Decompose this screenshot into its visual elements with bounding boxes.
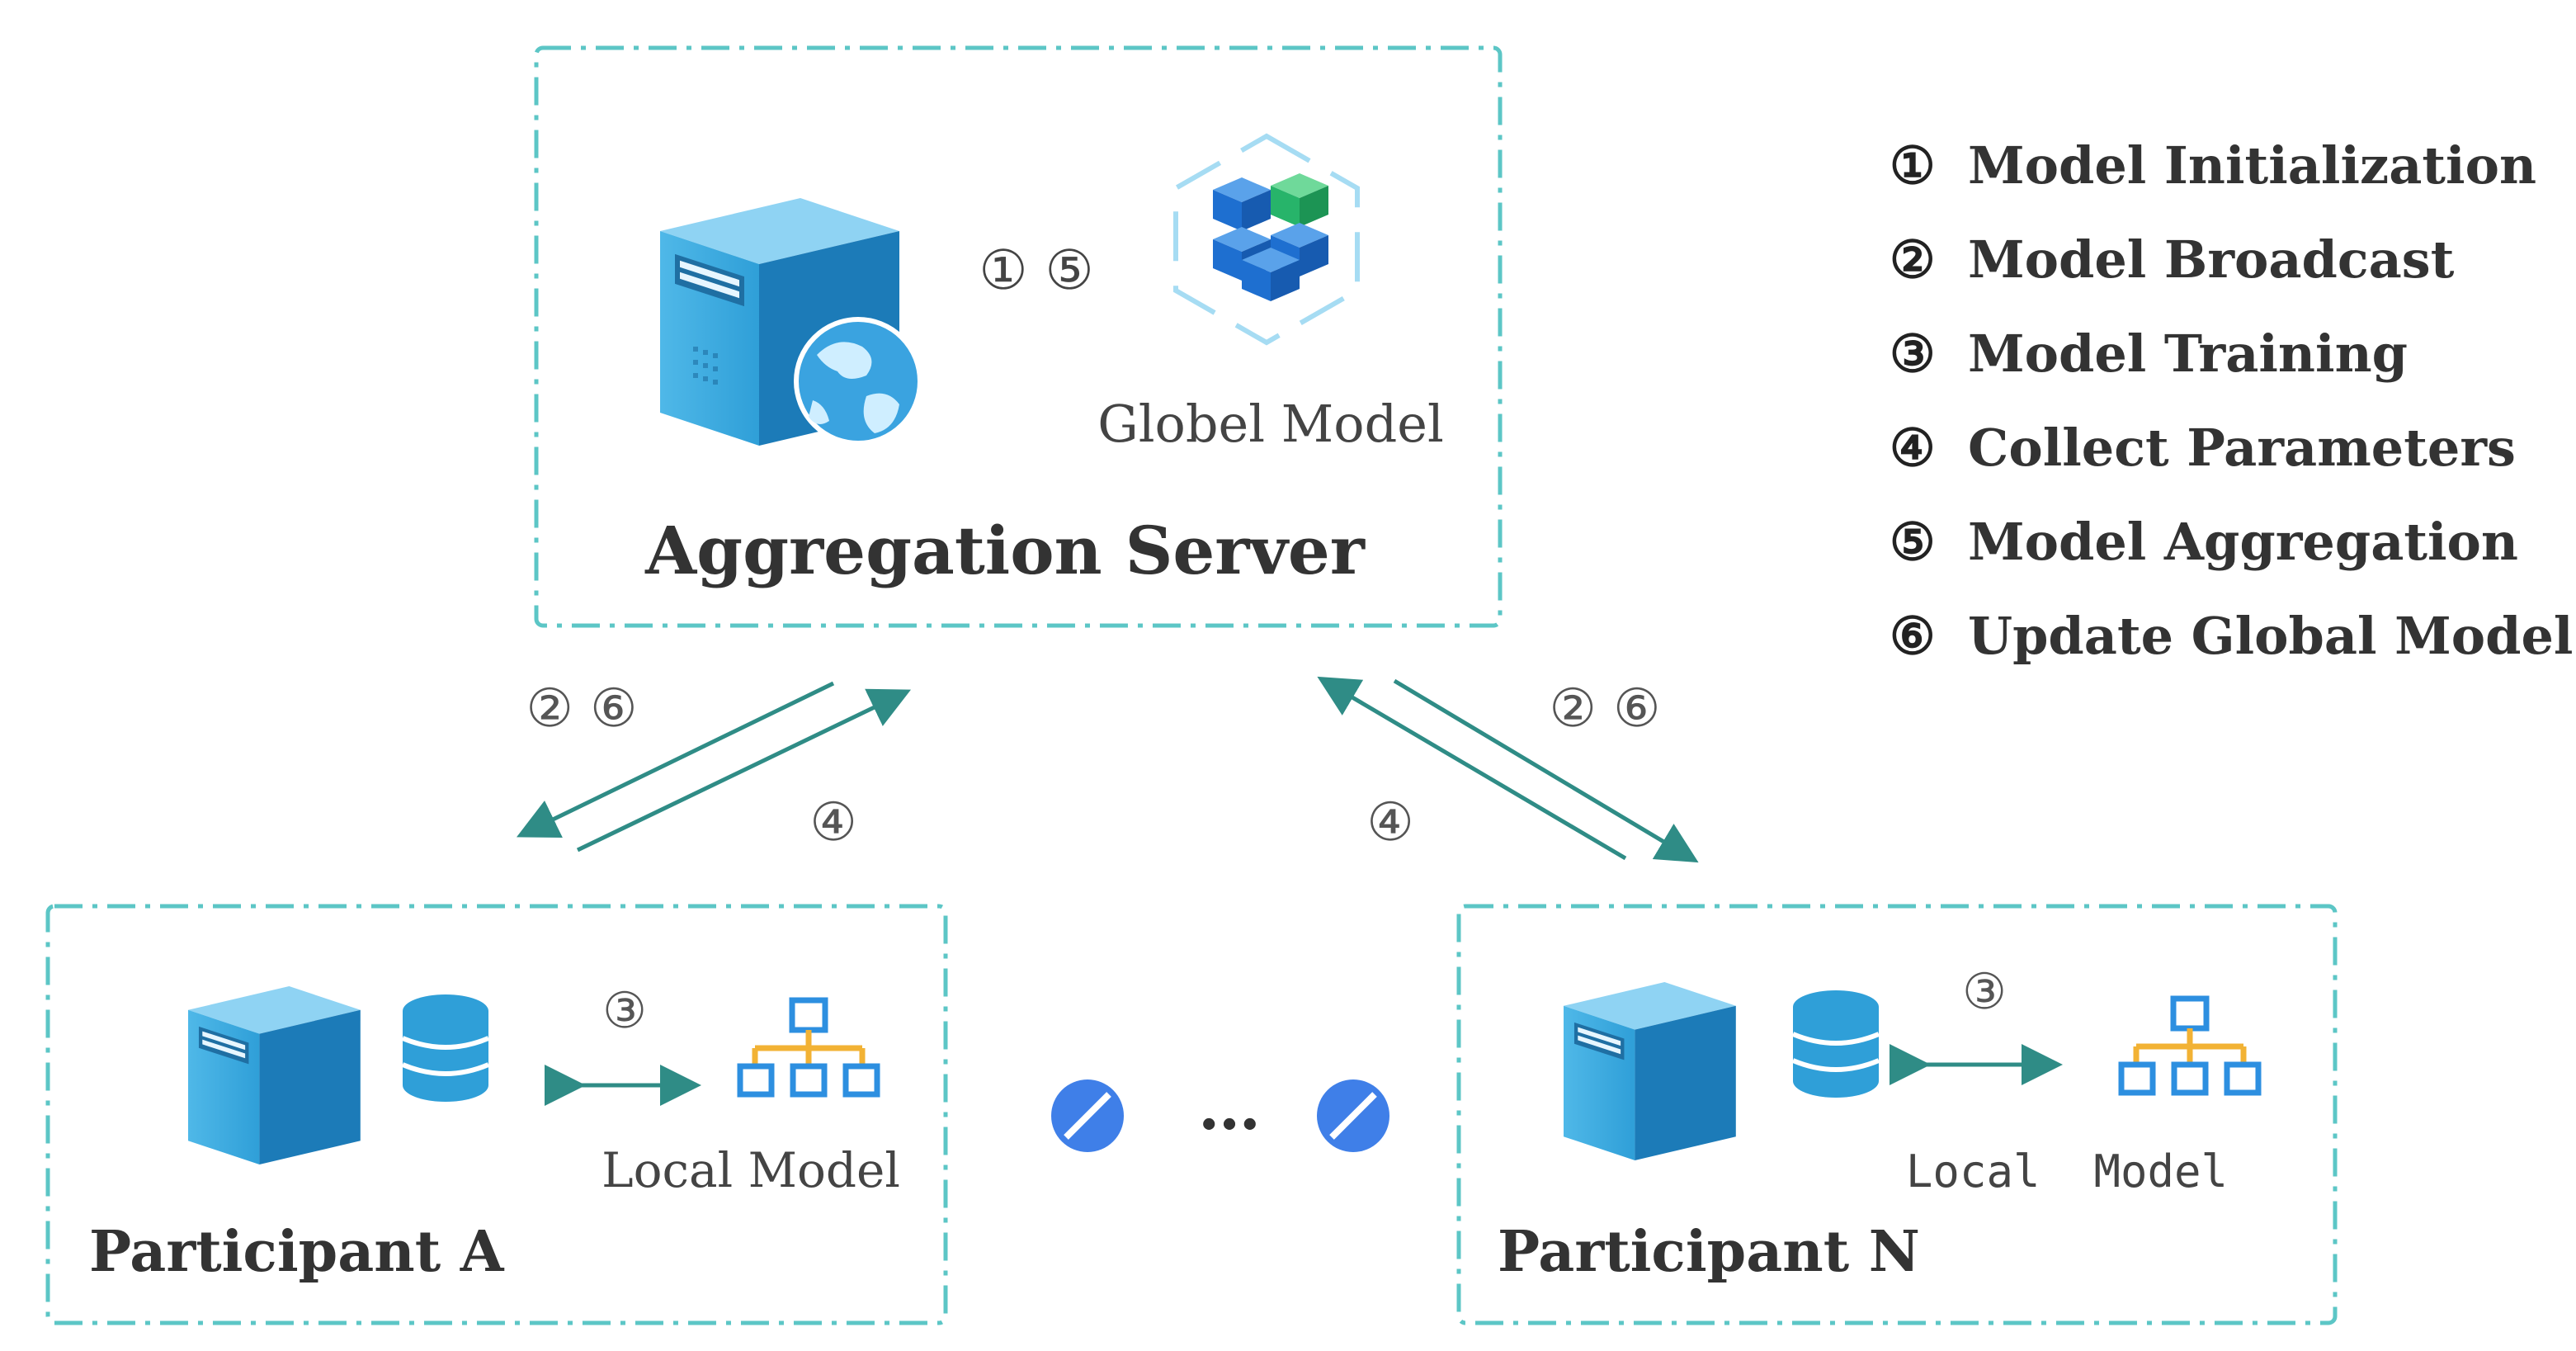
network-model-icon	[737, 997, 880, 1098]
globe-icon	[794, 317, 922, 446]
aggregation-server-box: ① ⑤	[534, 45, 1503, 628]
right-broadcast-label: ② ⑥	[1549, 678, 1660, 739]
svg-text:⑤: ⑤	[1890, 512, 1936, 572]
right-arrows: ② ⑥ ④	[1317, 676, 1699, 863]
svg-text:②: ②	[1890, 229, 1936, 290]
svg-text:Model Initialization: Model Initialization	[1968, 135, 2536, 196]
svg-text:Model Aggregation: Model Aggregation	[1968, 512, 2518, 572]
participant-n-box: ③ Local Model Participant N	[1456, 904, 2338, 1325]
svg-text:Update Global Model: Update Global Model	[1968, 606, 2573, 666]
aggregation-steps-label: ① ⑤	[979, 239, 1093, 302]
participant-n-title: Participant N	[1498, 1219, 1920, 1285]
broadcast-arrow-left	[517, 681, 835, 838]
participant-a-title: Participant A	[89, 1219, 505, 1285]
training-step-label: ③	[1962, 963, 2007, 1021]
svg-text:⑥: ⑥	[1890, 606, 1936, 666]
legend-item: ④ Collect Parameters	[1890, 418, 2516, 478]
blocked-circle-icon	[1051, 1079, 1124, 1152]
legend: ① Model Initialization ② Model Broadcast…	[1890, 135, 2573, 666]
local-model-label-n: Local Model	[1906, 1146, 2228, 1197]
server-icon	[188, 986, 361, 1164]
broadcast-arrow-right	[1393, 678, 1699, 863]
local-model-label-a: Local Model	[602, 1142, 900, 1198]
blocked-circle-icon	[1317, 1079, 1389, 1152]
left-arrows: ② ⑥ ④	[517, 678, 912, 853]
svg-text:Model Training: Model Training	[1968, 324, 2408, 384]
svg-text:Model Broadcast: Model Broadcast	[1968, 229, 2455, 290]
svg-text:Collect Parameters: Collect Parameters	[1968, 418, 2516, 478]
right-collect-label: ④	[1366, 792, 1413, 853]
training-step-label: ③	[602, 982, 647, 1040]
participant-ellipsis: …	[1051, 1070, 1389, 1152]
server-icon	[660, 198, 899, 446]
aggregation-server-title: Aggregation Server	[644, 512, 1366, 589]
global-model-label: Globel Model	[1097, 394, 1444, 454]
database-icon	[401, 994, 490, 1102]
ellipsis-text: …	[1198, 1070, 1261, 1144]
database-icon	[1791, 990, 1880, 1098]
cube-model-icon	[1173, 133, 1360, 346]
collect-arrow-right	[1317, 676, 1627, 861]
network-model-icon	[2118, 995, 2262, 1096]
svg-text:④: ④	[1890, 418, 1936, 478]
legend-item: ③ Model Training	[1890, 324, 2408, 384]
left-collect-label: ④	[809, 792, 856, 853]
svg-text:③: ③	[1890, 324, 1936, 384]
legend-item: ⑤ Model Aggregation	[1890, 512, 2518, 572]
collect-arrow-left	[576, 688, 912, 853]
legend-item: ② Model Broadcast	[1890, 229, 2455, 290]
legend-item: ⑥ Update Global Model	[1890, 606, 2573, 666]
server-icon	[1564, 982, 1736, 1160]
svg-text:①: ①	[1890, 135, 1936, 196]
participant-a-box: ③ Local Model Participant A	[45, 904, 948, 1325]
left-broadcast-label: ② ⑥	[526, 678, 637, 739]
legend-item: ① Model Initialization	[1890, 135, 2536, 196]
